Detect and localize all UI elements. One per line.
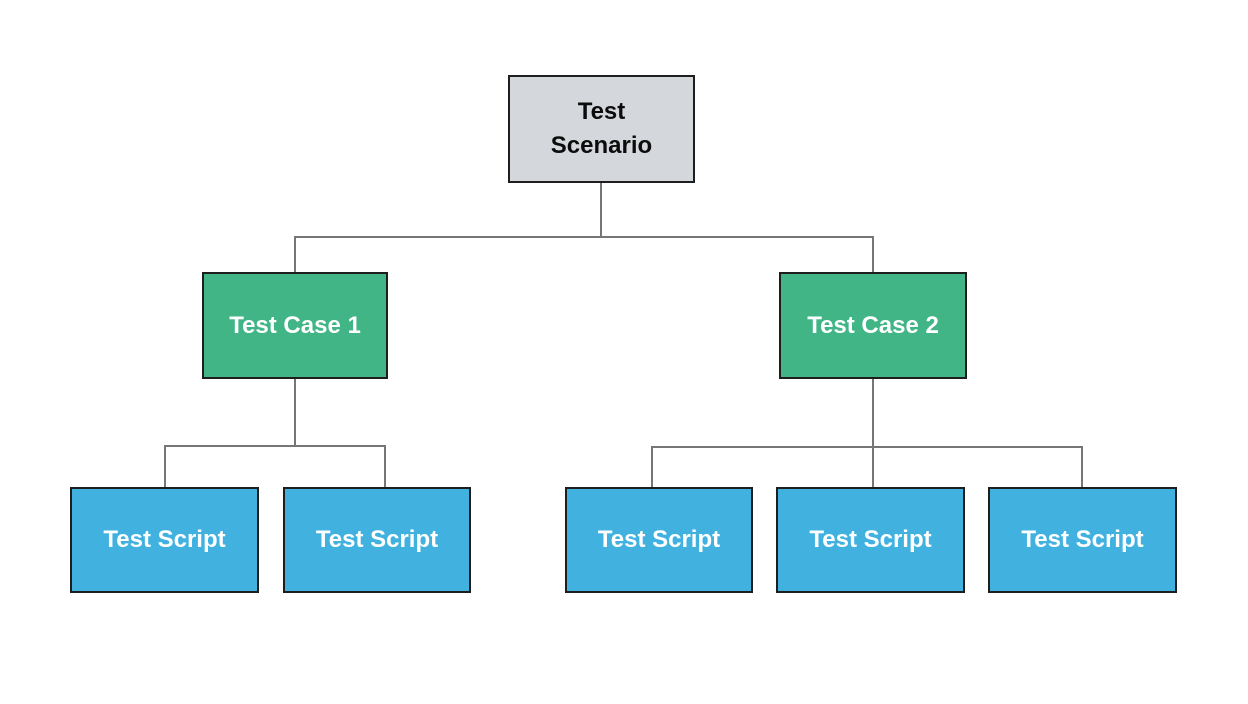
- connector-to-test-script-5: [1081, 446, 1083, 489]
- node-test-script-3: Test Script: [565, 487, 753, 593]
- connector-to-test-case-1: [294, 236, 296, 274]
- connector-to-test-case-2: [872, 236, 874, 274]
- connector-case1-down: [294, 379, 296, 447]
- connector-level1-horizontal: [294, 236, 874, 238]
- node-test-script-4: Test Script: [776, 487, 965, 593]
- node-label: Test Script: [809, 526, 932, 554]
- connector-to-test-script-1: [164, 445, 166, 489]
- node-label: Test Script: [315, 526, 439, 554]
- node-label: Test Case 1: [229, 311, 361, 339]
- connector-scenario-down: [600, 183, 602, 237]
- node-label: Test Scenario: [550, 98, 653, 159]
- node-label: Test Script: [1021, 526, 1144, 554]
- connector-to-test-script-3: [651, 446, 653, 489]
- node-test-script-1: Test Script: [70, 487, 259, 593]
- node-label: Test Script: [103, 526, 226, 554]
- node-test-script-2: Test Script: [283, 487, 471, 593]
- connector-to-test-script-2: [384, 445, 386, 489]
- connector-case2-down: [872, 379, 874, 489]
- node-test-scenario: Test Scenario: [508, 75, 695, 183]
- node-test-script-5: Test Script: [988, 487, 1177, 593]
- node-test-case-1: Test Case 1: [202, 272, 388, 379]
- node-label: Test Script: [597, 526, 721, 554]
- connector-case2-horizontal: [651, 446, 1083, 448]
- connector-case1-horizontal: [164, 445, 386, 447]
- node-label: Test Case 2: [807, 311, 939, 339]
- node-test-case-2: Test Case 2: [779, 272, 967, 379]
